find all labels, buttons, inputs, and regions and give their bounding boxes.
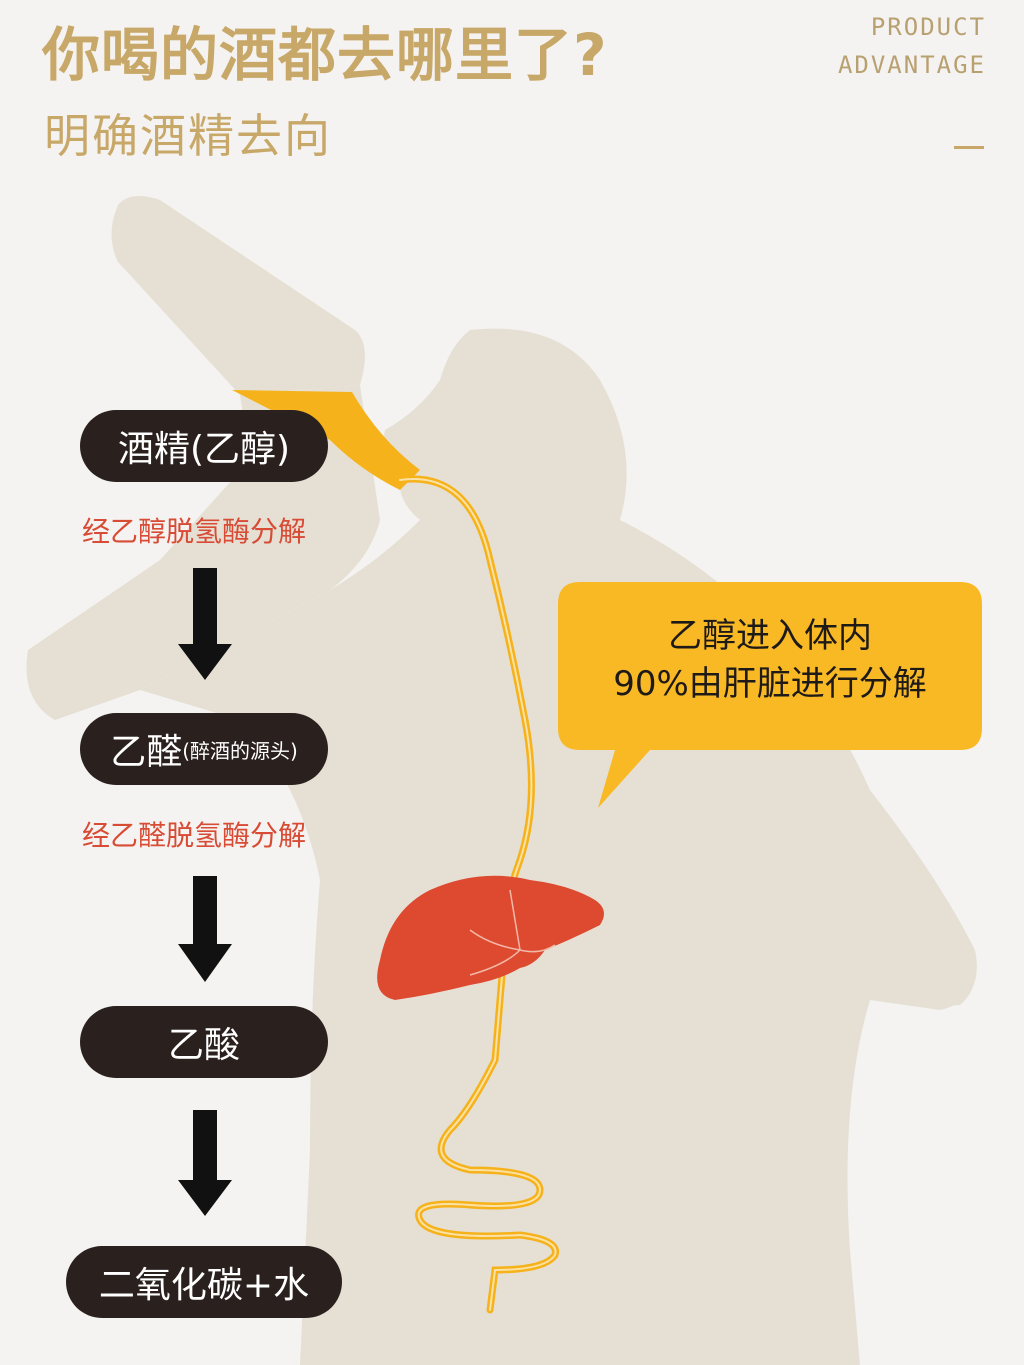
step-acetaldehyde-note: (醉酒的源头) [182, 738, 298, 763]
flow-arrow-2 [178, 876, 232, 982]
step-acetaldehyde-label: 乙醛 [110, 732, 183, 773]
callout-line-1: 乙醇进入体内 [668, 616, 872, 656]
alcohol-pour [232, 390, 420, 490]
callout-line-2: 90%由肝脏进行分解 [613, 664, 927, 704]
enzyme-aldehyde-dehydrogenase: 经乙醛脱氢酶分解 [82, 819, 307, 852]
liver-vessels [469, 889, 556, 976]
step-co2-water: 二氧化碳+水 [66, 1246, 342, 1318]
body-silhouette [140, 328, 977, 1365]
tag-line-product: PRODUCT [870, 13, 986, 41]
header-divider [954, 146, 984, 149]
liver-shape [377, 875, 604, 1000]
step-acetic-acid-label: 乙酸 [167, 1025, 240, 1066]
flow-arrow-3 [178, 1110, 232, 1216]
bottle-silhouette [111, 196, 365, 395]
enzyme-alcohol-dehydrogenase: 经乙醇脱氢酶分解 [82, 515, 307, 548]
page-subtitle: 明确酒精去向 [44, 109, 332, 163]
step-co2-water-label: 二氧化碳+水 [98, 1265, 310, 1306]
digestive-flow-line-inner [399, 478, 557, 1311]
step-ethanol-label: 酒精(乙醇) [117, 429, 291, 470]
page-title: 你喝的酒都去哪里了? [42, 21, 608, 89]
liver-callout: 乙醇进入体内 90%由肝脏进行分解 [560, 612, 980, 708]
product-advantage-tag: PRODUCT ADVANTAGE [838, 8, 986, 84]
hip-arm-silhouette [837, 800, 975, 1006]
callout-bubble-shape [558, 582, 982, 808]
tag-line-advantage: ADVANTAGE [837, 51, 986, 79]
flow-arrow-1 [178, 568, 232, 680]
step-ethanol: 酒精(乙醇) [80, 410, 328, 482]
step-acetic-acid: 乙酸 [80, 1006, 328, 1078]
step-acetaldehyde: 乙醛(醉酒的源头) [80, 713, 328, 785]
